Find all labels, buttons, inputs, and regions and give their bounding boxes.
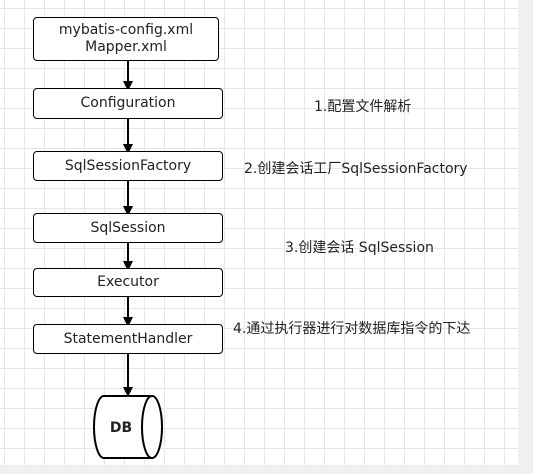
canvas-bottom-gutter xyxy=(0,465,533,474)
db-cylinder: DB xyxy=(93,395,163,459)
annotation-step1: 1.配置文件解析 xyxy=(314,99,412,115)
db-label: DB xyxy=(110,420,132,436)
configuration-label: Configuration xyxy=(80,95,176,111)
sqlsession-box: SqlSession xyxy=(33,213,223,243)
statementhandler-label: StatementHandler xyxy=(63,330,193,347)
sqlsessionfactory-box: SqlSessionFactory xyxy=(33,151,223,181)
annotation-step2: 2.创建会话工厂SqlSessionFactory xyxy=(244,161,468,177)
executor-box: Executor xyxy=(33,268,223,297)
config-file-line1: mybatis-config.xml xyxy=(58,22,194,38)
statementhandler-box: StatementHandler xyxy=(33,324,223,354)
canvas-scroll-gutter xyxy=(518,0,533,474)
diagram-canvas xyxy=(0,0,518,474)
configuration-box: Configuration xyxy=(33,88,223,119)
config-file-line2: Mapper.xml xyxy=(85,39,167,55)
config-file-box: mybatis-config.xml Mapper.xml xyxy=(33,17,219,61)
annotation-step3: 3.创建会话 SqlSession xyxy=(285,240,434,256)
sqlsessionfactory-label: SqlSessionFactory xyxy=(64,157,192,174)
annotation-step4: 4.通过执行器进行对数据库指令的下达 xyxy=(233,321,471,337)
sqlsession-label: SqlSession xyxy=(90,219,166,236)
executor-label: Executor xyxy=(97,274,159,290)
